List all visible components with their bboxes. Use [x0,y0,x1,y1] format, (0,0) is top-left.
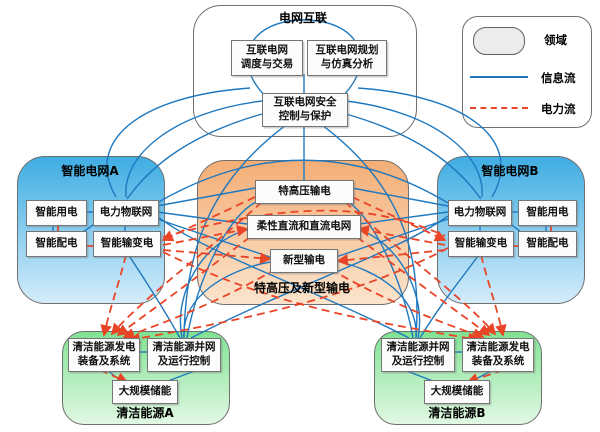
node-a-power-iot: 电力物联网 [93,200,159,226]
node-b-smart-transmission: 智能输变电 [448,231,514,257]
smart-grid-b-title: 智能电网B [481,164,539,178]
node-a-clean-generation: 清洁能源发电 装备及系统 [68,338,140,372]
legend-power-label: 电力流 [541,102,576,116]
domain-shape-icon [473,27,525,55]
node-dispatch-trading: 互联电网 调度与交易 [231,40,303,76]
node-b-smart-distribution: 智能配电 [518,231,577,257]
node-a-smart-distribution: 智能配电 [26,231,87,257]
clean-energy-b-title: 清洁能源B [428,406,486,420]
legend-info-sample [470,76,528,78]
legend-domain-chip [473,27,525,55]
legend-info-label: 信息流 [541,71,576,85]
node-b-power-iot: 电力物联网 [448,200,512,226]
node-a-smart-transmission: 智能输变电 [93,231,161,257]
node-a-clean-grid-connection: 清洁能源并网 及运行控制 [147,338,221,372]
grid-interconnection-title: 电网互联 [278,11,327,25]
node-a-smart-consumption: 智能用电 [26,200,87,226]
node-b-clean-generation: 清洁能源发电 装备及系统 [462,338,534,372]
smart-grid-a-title: 智能电网A [61,164,119,178]
node-b-smart-consumption: 智能用电 [518,200,577,226]
uhv-domain-title: 特高压及新型输电 [253,281,350,295]
node-flexible-dc: 柔性直流和直流电网 [247,215,361,239]
power-flow-line-icon [470,107,528,109]
node-b-large-storage: 大规模储能 [424,380,490,404]
node-a-large-storage: 大规模储能 [112,380,178,404]
legend-domain-label: 领域 [544,33,567,47]
node-uhv-transmission: 特高压输电 [255,180,354,204]
node-security-control: 互联电网安全 控制与保护 [262,93,348,127]
node-new-transmission: 新型输电 [270,249,338,273]
node-planning-simulation: 互联电网规划 与仿真分析 [307,40,387,76]
info-flow-line-icon [470,76,528,78]
node-b-clean-grid-connection: 清洁能源并网 及运行控制 [381,338,455,372]
clean-energy-a-title: 清洁能源A [116,406,174,420]
legend-power-sample [470,107,528,109]
